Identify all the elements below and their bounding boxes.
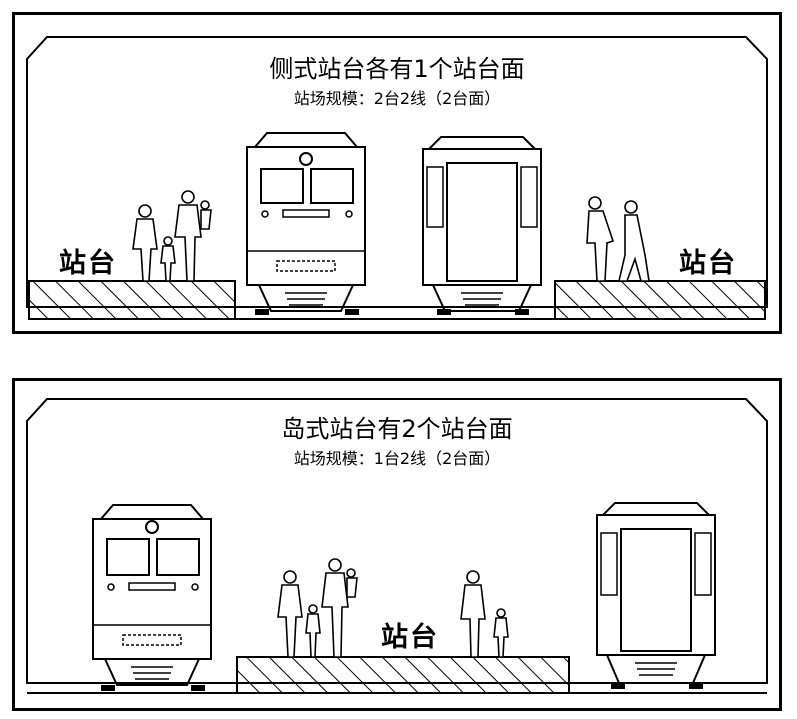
right-platform (554, 280, 766, 320)
panel-title: 岛式站台有2个站台面 (281, 415, 513, 443)
platform-label-right: 站台 (679, 248, 737, 279)
train-rear-right (596, 502, 716, 689)
panel-title: 侧式站台各有1个站台面 (269, 55, 525, 83)
train-front-left (92, 504, 212, 691)
panel-subtitle: 站场规模：1台2线（2台面） (293, 449, 501, 468)
side-platform-diagram (26, 36, 768, 320)
platform-label-left: 站台 (59, 248, 117, 279)
passengers-island (277, 558, 509, 658)
passengers-right (586, 196, 650, 282)
panel-subtitle: 站场规模：2台2线（2台面） (293, 89, 501, 108)
island-platform-diagram (26, 398, 768, 694)
passengers-left (132, 190, 212, 282)
tunnel-outline (26, 398, 768, 684)
platform-label-island: 站台 (381, 622, 439, 653)
island-platform-panel: 岛式站台有2个站台面 站场规模：1台2线（2台面） 站台 (12, 378, 782, 711)
train-rear-right (422, 136, 542, 315)
tunnel-outline (26, 36, 768, 308)
left-platform (28, 280, 236, 320)
side-platform-panel: 侧式站台各有1个站台面 站场规模：2台2线（2台面） 站台 站台 (12, 12, 782, 334)
train-front-left (246, 132, 366, 315)
island-platform (236, 656, 570, 694)
